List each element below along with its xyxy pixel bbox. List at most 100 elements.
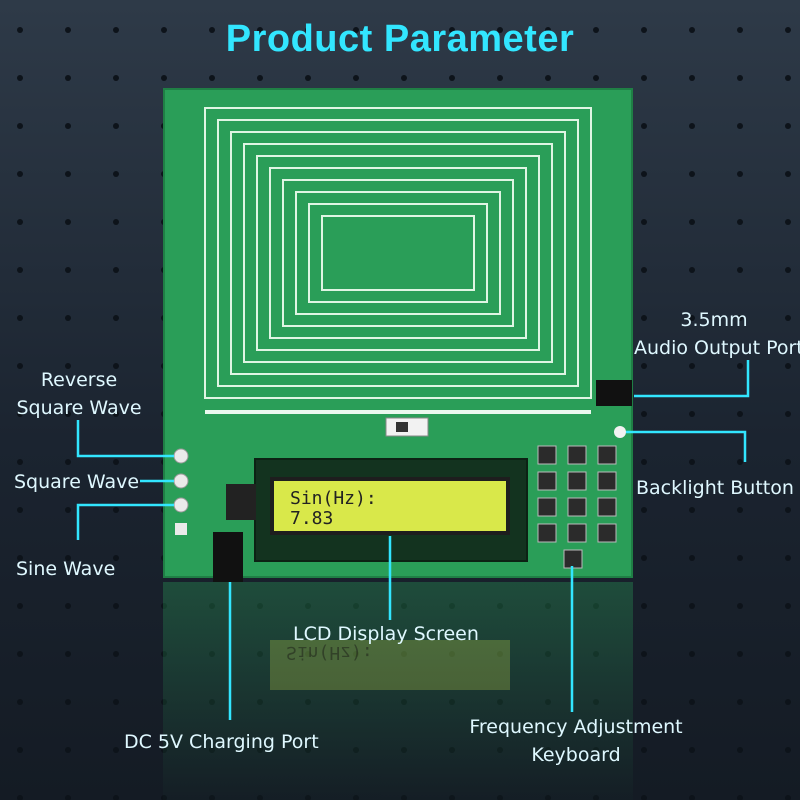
switch-knob[interactable] [396, 422, 408, 432]
background-dot [737, 123, 743, 129]
background-dot [449, 747, 455, 753]
background-dot [689, 363, 695, 369]
background-dot [257, 27, 263, 33]
keypad-button[interactable] [537, 445, 557, 465]
keypad-button[interactable] [537, 497, 557, 517]
background-dot [353, 27, 359, 33]
coil-trace [256, 155, 540, 351]
keypad-button[interactable] [597, 471, 617, 491]
background-dot [785, 795, 791, 800]
coil-trace [217, 119, 579, 387]
background-dot [641, 411, 647, 417]
background-dot [353, 651, 359, 657]
background-dot [65, 123, 71, 129]
keypad-button[interactable] [567, 497, 587, 517]
background-dot [305, 795, 311, 800]
lcd-line-1: Sin(Hz): [290, 488, 377, 509]
background-dot [449, 795, 455, 800]
coil-trace [269, 167, 527, 339]
background-dot [593, 747, 599, 753]
keypad-button[interactable] [567, 523, 587, 543]
background-dot [17, 459, 23, 465]
background-dot [785, 747, 791, 753]
lcd-reflection [270, 640, 510, 690]
keypad-button[interactable] [567, 471, 587, 491]
background-dot [737, 699, 743, 705]
background-dot [545, 603, 551, 609]
background-dot [65, 219, 71, 225]
dc-jack[interactable] [213, 532, 243, 582]
background-dot [113, 363, 119, 369]
background-dot [113, 123, 119, 129]
backlight-button[interactable] [614, 426, 626, 438]
background-dot [737, 75, 743, 81]
background-dot [113, 27, 119, 33]
background-dot [737, 315, 743, 321]
background-dot [689, 651, 695, 657]
background-dot [545, 75, 551, 81]
background-dot [689, 219, 695, 225]
keypad-button[interactable] [537, 523, 557, 543]
background-dot [593, 603, 599, 609]
background-dot [641, 267, 647, 273]
coil-trace [204, 107, 592, 399]
audio-port-leader [634, 360, 750, 398]
background-dot [113, 603, 119, 609]
background-dot [17, 219, 23, 225]
background-dot [257, 795, 263, 800]
background-dot [17, 555, 23, 561]
background-dot [785, 651, 791, 657]
background-dot [593, 27, 599, 33]
ground-pad[interactable] [175, 523, 187, 535]
lcd-display-screen: Sin(Hz): 7.83 [270, 477, 510, 535]
keypad-button[interactable] [567, 445, 587, 465]
keypad-button[interactable] [597, 497, 617, 517]
background-dot [113, 315, 119, 321]
background-dot [449, 651, 455, 657]
audio-port-label-line1: 3.5mm [680, 309, 748, 331]
background-dot [65, 699, 71, 705]
background-dot [113, 651, 119, 657]
background-dot [689, 411, 695, 417]
board-reflection [163, 582, 633, 800]
background-dot [737, 651, 743, 657]
dc-port-label: DC 5V Charging Port [124, 731, 319, 753]
background-dot [65, 651, 71, 657]
background-dot [641, 795, 647, 800]
lcd-line-2: 7.83 [290, 508, 334, 529]
background-dot [113, 75, 119, 81]
background-dot [785, 555, 791, 561]
background-dot [497, 27, 503, 33]
background-dot [17, 171, 23, 177]
background-dot [593, 795, 599, 800]
coil-traces [204, 107, 592, 414]
sine-wave-leader [76, 503, 174, 540]
background-dot [497, 795, 503, 800]
coil-trace [282, 179, 514, 327]
background-dot [785, 75, 791, 81]
keypad-button[interactable] [537, 471, 557, 491]
background-dot [305, 651, 311, 657]
background-dot [689, 27, 695, 33]
background-dot [17, 795, 23, 800]
background-dot [689, 315, 695, 321]
background-dot [401, 75, 407, 81]
background-dot [65, 315, 71, 321]
background-dot [17, 603, 23, 609]
audio-port-label: 3.5mm Audio Output Port [634, 306, 800, 362]
background-dot [545, 27, 551, 33]
background-dot [641, 555, 647, 561]
background-dot [17, 651, 23, 657]
coil-trace [308, 203, 488, 303]
background-dot [161, 747, 167, 753]
audio-jack[interactable] [596, 380, 632, 406]
background-dot [161, 27, 167, 33]
background-dot [737, 747, 743, 753]
background-dot [17, 267, 23, 273]
backlight-label: Backlight Button [636, 477, 794, 499]
keypad-button[interactable] [597, 445, 617, 465]
background-dot [161, 603, 167, 609]
ic-chip [226, 484, 256, 520]
keypad-button[interactable] [597, 523, 617, 543]
